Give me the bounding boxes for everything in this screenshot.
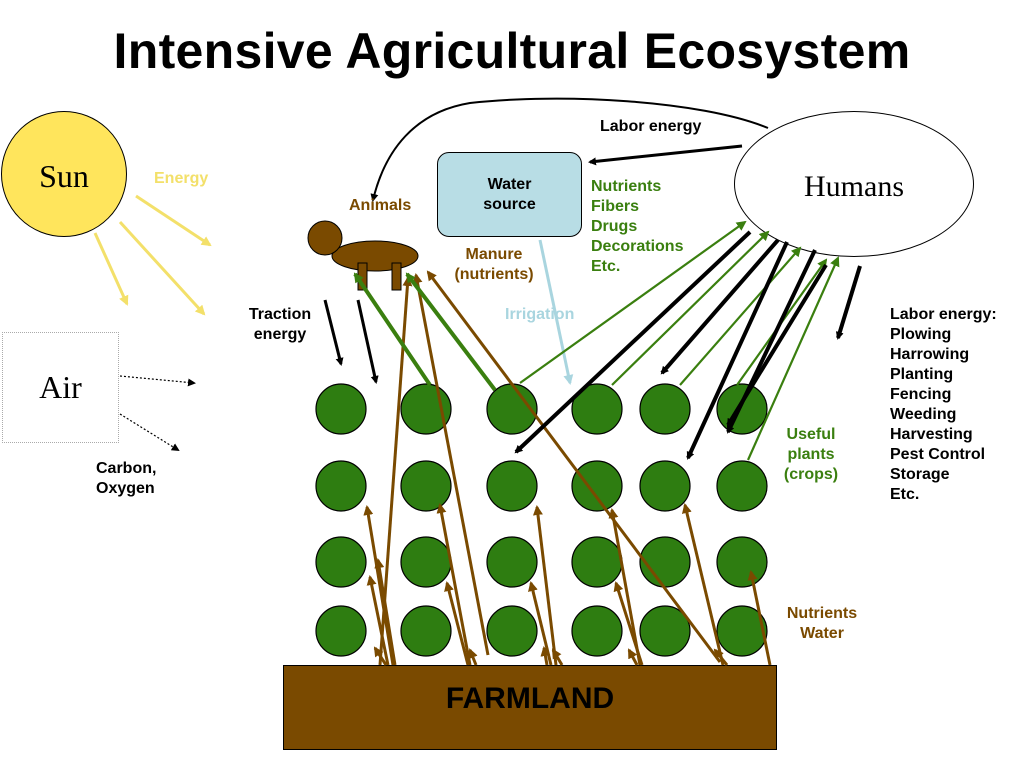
plant-circle-icon (486, 536, 538, 588)
plant-circle-icon (315, 460, 367, 512)
nutrient-arrow (551, 648, 564, 666)
crop-product-arrow (405, 272, 497, 392)
plant-circle-icon (716, 536, 768, 588)
crop-product-arrow (679, 246, 802, 386)
nutrient-arrow (747, 570, 772, 666)
plant-circle-icon (486, 460, 538, 512)
farmland-node: FARMLAND (283, 665, 777, 750)
labor-arrow (514, 230, 752, 454)
nutrient-arrow (608, 508, 642, 666)
plant-circle-icon (400, 536, 452, 588)
crop-product-arrow (746, 256, 840, 461)
sun-label: Sun (39, 158, 89, 194)
plant-circle-icon (486, 605, 538, 657)
page-title: Intensive Agricultural Ecosystem (113, 23, 911, 79)
nutrient-arrow (412, 273, 490, 656)
plant-circle-icon (315, 536, 367, 588)
irrigation-label: Irrigation (505, 306, 575, 323)
nutrient-arrow (436, 503, 472, 666)
crop-product-arrows (353, 220, 840, 461)
plant-circle-icon (315, 605, 367, 657)
plant-circle-icon (400, 605, 452, 657)
cow-icon (307, 220, 419, 291)
air-node: Air (2, 332, 119, 443)
labor-to-water-arrow (588, 144, 743, 166)
labor-arrow (835, 265, 862, 340)
air-arrows (119, 375, 196, 452)
labor-arrows (514, 230, 862, 460)
nutrient-arrow (374, 558, 397, 666)
plant-circle-icon (639, 605, 691, 657)
products-label: Nutrients Fibers Drugs Decorations Etc. (591, 178, 684, 275)
nutrient-arrow (366, 575, 390, 666)
nutrients-water-label: Nutrients Water (786, 605, 858, 642)
nutrient-flow-arrows (363, 270, 772, 666)
water-source-node: Water source (437, 152, 582, 237)
nutrient-arrow (540, 646, 551, 666)
plant-circle-icon (571, 605, 623, 657)
animals-label: Animals (349, 197, 412, 214)
nutrient-arrow (444, 581, 470, 666)
irrigation-arrow (538, 239, 574, 385)
traction-energy-label: Traction energy (248, 306, 312, 343)
plant-circle-icon (315, 383, 367, 435)
traction-arrows (323, 299, 379, 384)
crop-plants (315, 383, 768, 657)
energy-label: Energy (154, 170, 209, 187)
crop-product-arrow (611, 230, 770, 386)
nutrient-arrow (378, 276, 413, 666)
nutrient-arrow (532, 505, 558, 666)
plant-circle-icon (571, 383, 623, 435)
plant-circle-icon (716, 460, 768, 512)
nutrient-arrow (681, 503, 725, 666)
labor-arrow (660, 238, 780, 375)
manure-label: Manure (nutrients) (454, 246, 534, 283)
sun-node: Sun (1, 111, 127, 237)
labor-arrow (686, 241, 789, 460)
labor-curve-arrow (370, 97, 769, 202)
nutrient-arrow (627, 648, 639, 666)
labor-arrow (726, 263, 828, 427)
carbon-oxygen-label: Carbon, Oxygen (96, 460, 157, 497)
crop-product-arrow (353, 272, 432, 387)
labor-energy-list-label: Labor energy: Plowing Harrowing Planting… (890, 306, 997, 503)
plant-circle-icon (400, 460, 452, 512)
labor-energy-top-label: Labor energy (600, 118, 702, 135)
plant-circle-icon (716, 605, 768, 657)
air-label: Air (39, 369, 82, 405)
humans-label: Humans (804, 170, 904, 203)
nutrient-arrow (713, 648, 729, 666)
crop-product-arrow (519, 220, 747, 384)
plant-circle-icon (639, 536, 691, 588)
plant-circle-icon (571, 460, 623, 512)
sun-energy-arrows (93, 194, 212, 316)
plant-circle-icon (571, 536, 623, 588)
nutrient-arrow (363, 505, 395, 666)
plant-circle-icon (639, 383, 691, 435)
nutrient-arrow (468, 648, 478, 666)
plant-circle-icon (716, 383, 768, 435)
useful-plants-label: Useful plants (crops) (783, 426, 839, 483)
nutrient-arrow (426, 270, 722, 663)
plant-circle-icon (639, 460, 691, 512)
humans-node: Humans (734, 111, 974, 257)
